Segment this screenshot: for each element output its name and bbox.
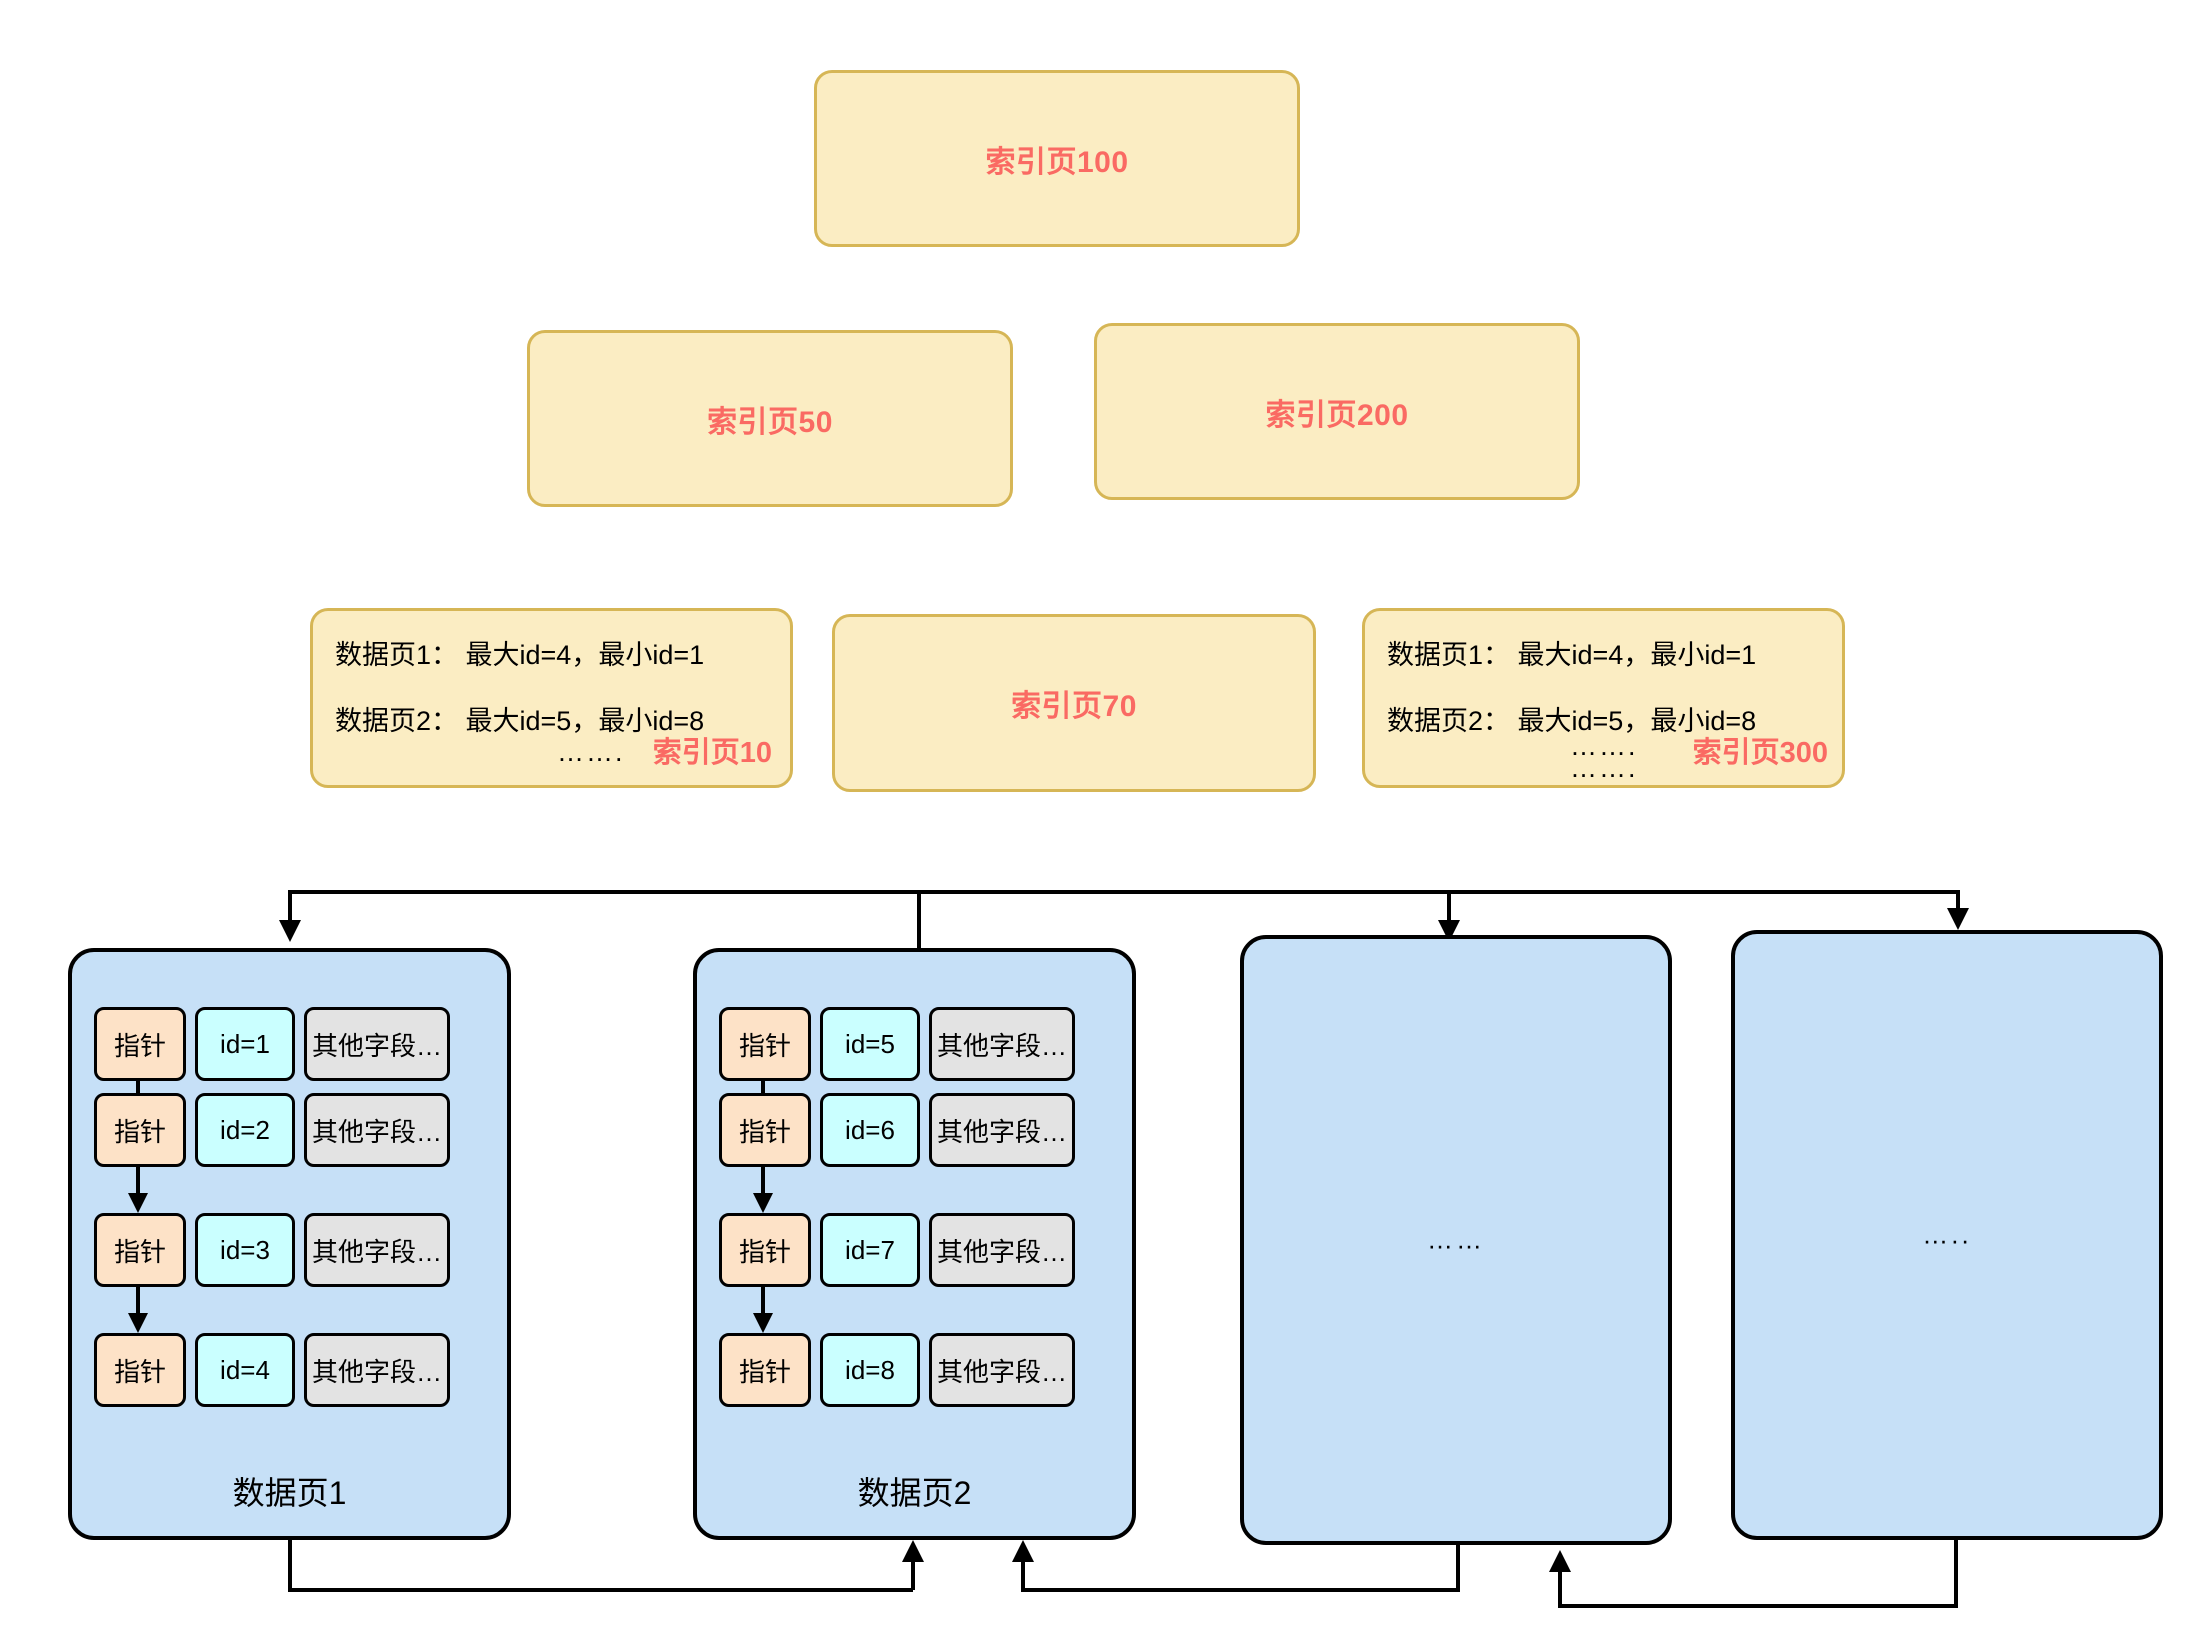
index-page-10-line-1: 数据页1： 最大id=4，最小id=1 [335, 640, 705, 670]
table-row[interactable]: 指针 id=6 其他字段… [719, 1093, 1075, 1167]
index-page-root[interactable]: 索引页100 [814, 70, 1300, 247]
link-p1-arrow [902, 1540, 924, 1562]
other-fields-cell: 其他字段… [929, 1093, 1075, 1167]
other-fields-cell: 其他字段… [929, 1007, 1075, 1081]
record-pointer-line [761, 1167, 765, 1197]
record-pointer-arrow-icon [128, 1313, 148, 1333]
link-p4-left [1558, 1604, 1958, 1608]
index-page-root-label: 索引页100 [985, 145, 1129, 179]
id-cell: id=7 [820, 1213, 920, 1287]
pointer-cell: 指针 [719, 1333, 811, 1407]
index-page-10[interactable]: 数据页1： 最大id=4，最小id=1 数据页2： 最大id=5，最小id=8 … [310, 608, 793, 788]
data-page-3-ellipsis: …… [1427, 1224, 1485, 1255]
other-fields-cell: 其他字段… [929, 1333, 1075, 1407]
id-cell: id=1 [195, 1007, 295, 1081]
index-page-300-dots-1: ……. [1570, 731, 1638, 761]
index-page-10-corner-label: 索引页10 [652, 737, 772, 769]
table-row[interactable]: 指针 id=2 其他字段… [94, 1093, 450, 1167]
pointer-cell: 指针 [719, 1093, 811, 1167]
index-page-70[interactable]: 索引页70 [832, 614, 1316, 792]
index-page-300-dots-2: ……. [1570, 753, 1638, 783]
index-page-300-corner-label: 索引页300 [1692, 737, 1828, 769]
leaf-bus-line [288, 890, 1960, 894]
other-fields-cell: 其他字段… [304, 1333, 450, 1407]
other-fields-cell: 其他字段… [929, 1213, 1075, 1287]
index-page-70-label: 索引页70 [1011, 690, 1137, 723]
link-p1-down [288, 1540, 292, 1592]
index-page-50-label: 索引页50 [707, 405, 833, 439]
pointer-cell: 指针 [94, 1213, 186, 1287]
index-page-200[interactable]: 索引页200 [1094, 323, 1580, 500]
index-page-10-dots-1: ……. [557, 737, 625, 767]
table-row[interactable]: 指针 id=8 其他字段… [719, 1333, 1075, 1407]
link-p3-up [1021, 1560, 1025, 1590]
link-p4-down [1954, 1540, 1958, 1608]
link-p3-down [1456, 1545, 1460, 1592]
data-page-2-title: 数据页2 [857, 1475, 972, 1511]
leaf-arrow-1 [279, 920, 301, 942]
table-row[interactable]: 指针 id=5 其他字段… [719, 1007, 1075, 1081]
index-page-300-line-1: 数据页1： 最大id=4，最小id=1 [1387, 640, 1757, 670]
link-p4-up [1558, 1570, 1562, 1606]
record-pointer-line [136, 1287, 140, 1317]
link-p4-arrow [1549, 1550, 1571, 1572]
table-row[interactable]: 指针 id=1 其他字段… [94, 1007, 450, 1081]
index-page-10-line-2: 数据页2： 最大id=5，最小id=8 [335, 706, 705, 736]
link-p3-left [1021, 1588, 1460, 1592]
leaf-drop-1 [288, 890, 292, 922]
other-fields-cell: 其他字段… [304, 1093, 450, 1167]
pointer-cell: 指针 [719, 1213, 811, 1287]
index-page-300[interactable]: 数据页1： 最大id=4，最小id=1 数据页2： 最大id=5，最小id=8 … [1362, 608, 1845, 788]
link-p1-up [911, 1560, 915, 1590]
id-cell: id=6 [820, 1093, 920, 1167]
data-page-1[interactable]: 指针 id=1 其他字段… 指针 id=2 其他字段… 指针 id=3 其他字段… [68, 948, 511, 1540]
id-cell: id=8 [820, 1333, 920, 1407]
pointer-cell: 指针 [94, 1333, 186, 1407]
id-cell: id=5 [820, 1007, 920, 1081]
pointer-cell: 指针 [94, 1007, 186, 1081]
id-cell: id=4 [195, 1333, 295, 1407]
index-page-300-line-2: 数据页2： 最大id=5，最小id=8 [1387, 706, 1757, 736]
leaf-drop-3 [1447, 890, 1451, 922]
other-fields-cell: 其他字段… [304, 1007, 450, 1081]
other-fields-cell: 其他字段… [304, 1213, 450, 1287]
pointer-cell: 指针 [94, 1093, 186, 1167]
pointer-cell: 指针 [719, 1007, 811, 1081]
index-page-200-label: 索引页200 [1265, 398, 1409, 432]
data-page-2[interactable]: 指针 id=5 其他字段… 指针 id=6 其他字段… 指针 id=7 其他字段… [693, 948, 1136, 1540]
table-row[interactable]: 指针 id=3 其他字段… [94, 1213, 450, 1287]
data-page-1-title: 数据页1 [232, 1475, 347, 1511]
record-pointer-arrow-icon [753, 1193, 773, 1213]
leaf-arrow-4 [1947, 908, 1969, 930]
record-pointer-line [761, 1287, 765, 1317]
data-page-3[interactable]: …… [1240, 935, 1672, 1545]
index-page-50[interactable]: 索引页50 [527, 330, 1013, 507]
link-p3-arrow [1012, 1540, 1034, 1562]
record-pointer-line [136, 1167, 140, 1197]
table-row[interactable]: 指针 id=4 其他字段… [94, 1333, 450, 1407]
leaf-drop-4 [1956, 890, 1960, 912]
id-cell: id=3 [195, 1213, 295, 1287]
id-cell: id=2 [195, 1093, 295, 1167]
record-pointer-arrow-icon [753, 1313, 773, 1333]
link-p1-right [288, 1588, 913, 1592]
table-row[interactable]: 指针 id=7 其他字段… [719, 1213, 1075, 1287]
data-page-4[interactable]: ….. [1731, 930, 2163, 1540]
record-pointer-arrow-icon [128, 1193, 148, 1213]
leaf-drop-2 [917, 890, 921, 948]
data-page-4-ellipsis: ….. [1922, 1219, 1972, 1250]
